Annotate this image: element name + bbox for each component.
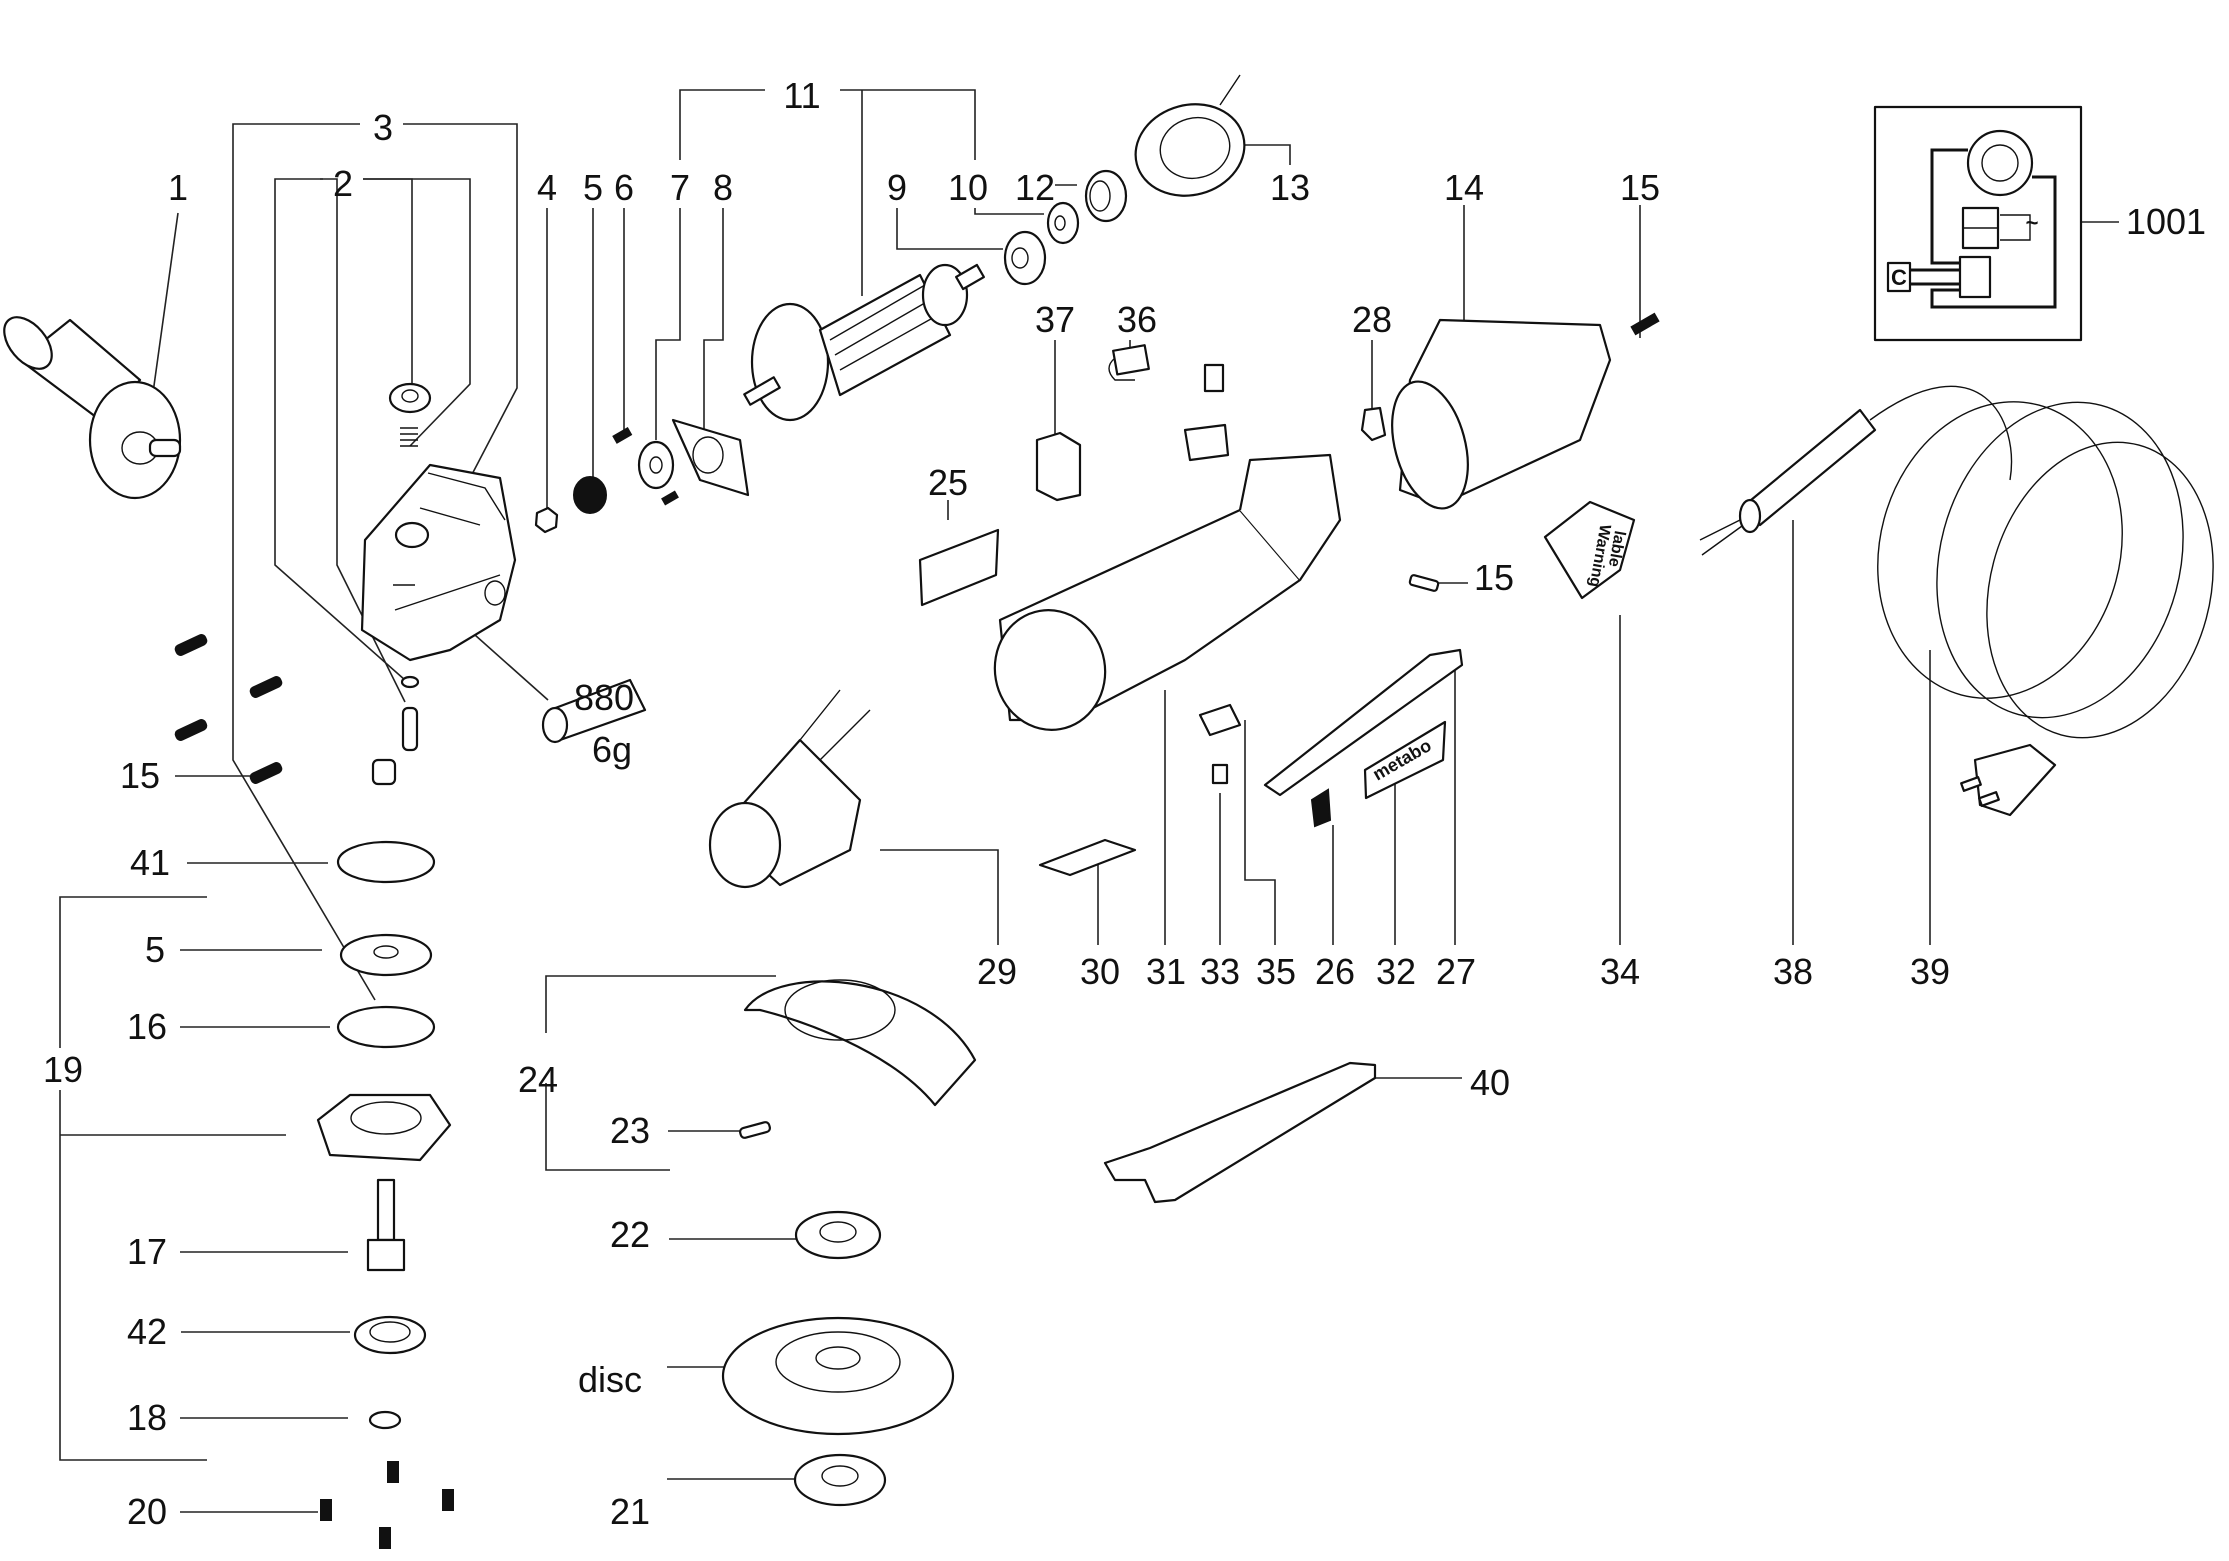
callout-15-top: 15 [1620,167,1660,208]
callout-11: 11 [783,75,820,116]
ac-symbol: ~ [2026,210,2039,235]
callout-22: 22 [610,1214,650,1255]
callout-labels: 1 3 2 4 5 6 7 8 11 9 10 12 13 14 15 1001… [43,75,2206,1532]
cap-35-part [1198,703,1242,737]
callout-42: 42 [127,1311,167,1352]
clip-28-part [1360,406,1387,442]
motor-housing-part [993,453,1342,731]
warning-label-line2: lable [1605,529,1628,568]
nut-4 [534,506,559,534]
callout-24: 24 [518,1059,558,1100]
sleeve-part [371,758,397,786]
callout-18: 18 [127,1397,167,1438]
label-30-part [1038,838,1137,877]
armature-part [743,263,985,422]
grease-tube-code: 880 [574,677,634,718]
callout-21: 21 [610,1491,650,1532]
pin-wrench-part [1103,1061,1377,1204]
pinion-5 [573,476,607,514]
callout-10: 10 [948,167,988,208]
screw-15-mid [1408,574,1440,592]
brush-33-part [1211,763,1229,785]
side-handle-part [3,316,182,500]
callout-20: 20 [127,1491,167,1532]
callout-38: 38 [1773,951,1813,992]
callout-2: 2 [333,163,353,204]
plate-8 [671,418,750,497]
callout-1001: 1001 [2126,201,2206,242]
bracket-27-part [1263,648,1464,797]
callout-35: 35 [1256,951,1296,992]
callout-13: 13 [1270,167,1310,208]
gear-housing-part [360,463,517,662]
callout-31: 31 [1146,951,1186,992]
callout-26: 26 [1315,951,1355,992]
screw-15-top [1630,312,1660,336]
capacitor-label: C [1891,265,1907,290]
armature-bearings [1003,169,1128,286]
rear-cover-part [1391,318,1612,510]
label-25-part [918,528,1000,607]
callout-16: 16 [127,1006,167,1047]
callout-19: 19 [43,1049,83,1090]
stator-part [708,689,871,889]
callout-14: 14 [1444,167,1484,208]
callout-28: 28 [1352,299,1392,340]
spindle-assembly [316,840,454,1549]
small-hardware [534,418,750,534]
bearing-part [388,382,432,447]
power-cord-part [1699,385,2214,817]
callout-15-left: 15 [120,755,160,796]
screws-15-left [174,634,283,784]
pin-part [401,706,419,752]
callout-17: 17 [127,1231,167,1272]
callout-25: 25 [928,462,968,503]
callout-15-mid: 15 [1474,557,1514,598]
callout-1: 1 [168,167,188,208]
wiring-diagram: ~ C [1873,105,2083,342]
grease-tube-amount: 6g [592,729,632,770]
callout-7: 7 [670,167,690,208]
callout-27: 27 [1436,951,1476,992]
callout-34: 34 [1600,951,1640,992]
callout-8: 8 [713,167,733,208]
grease-tube-part: 880 6g [541,677,647,770]
callout-5-top: 5 [583,167,603,208]
callout-40: 40 [1470,1062,1510,1103]
switch-26-part [1310,788,1332,828]
brand-label-part: metabo [1363,720,1447,800]
callout-9: 9 [887,167,907,208]
callout-23: 23 [610,1110,650,1151]
leader-lines [59,89,2119,1513]
guard-and-flange-parts [721,979,977,1507]
switch-parts [1035,344,1230,502]
baffle-part [1134,74,1246,197]
callout-3: 3 [373,107,393,148]
callout-29: 29 [977,951,1017,992]
callout-41: 41 [130,842,170,883]
warning-label-part: Warning lable [1543,500,1636,600]
callout-6: 6 [614,167,634,208]
callout-4: 4 [537,167,557,208]
callout-12: 12 [1015,167,1055,208]
callout-36: 36 [1117,299,1157,340]
callout-37: 37 [1035,299,1075,340]
callout-5-left: 5 [145,929,165,970]
callout-32: 32 [1376,951,1416,992]
callout-39: 39 [1910,951,1950,992]
oring-part [400,675,420,689]
callout-30: 30 [1080,951,1120,992]
callout-disc: disc [578,1359,642,1400]
callout-33: 33 [1200,951,1240,992]
